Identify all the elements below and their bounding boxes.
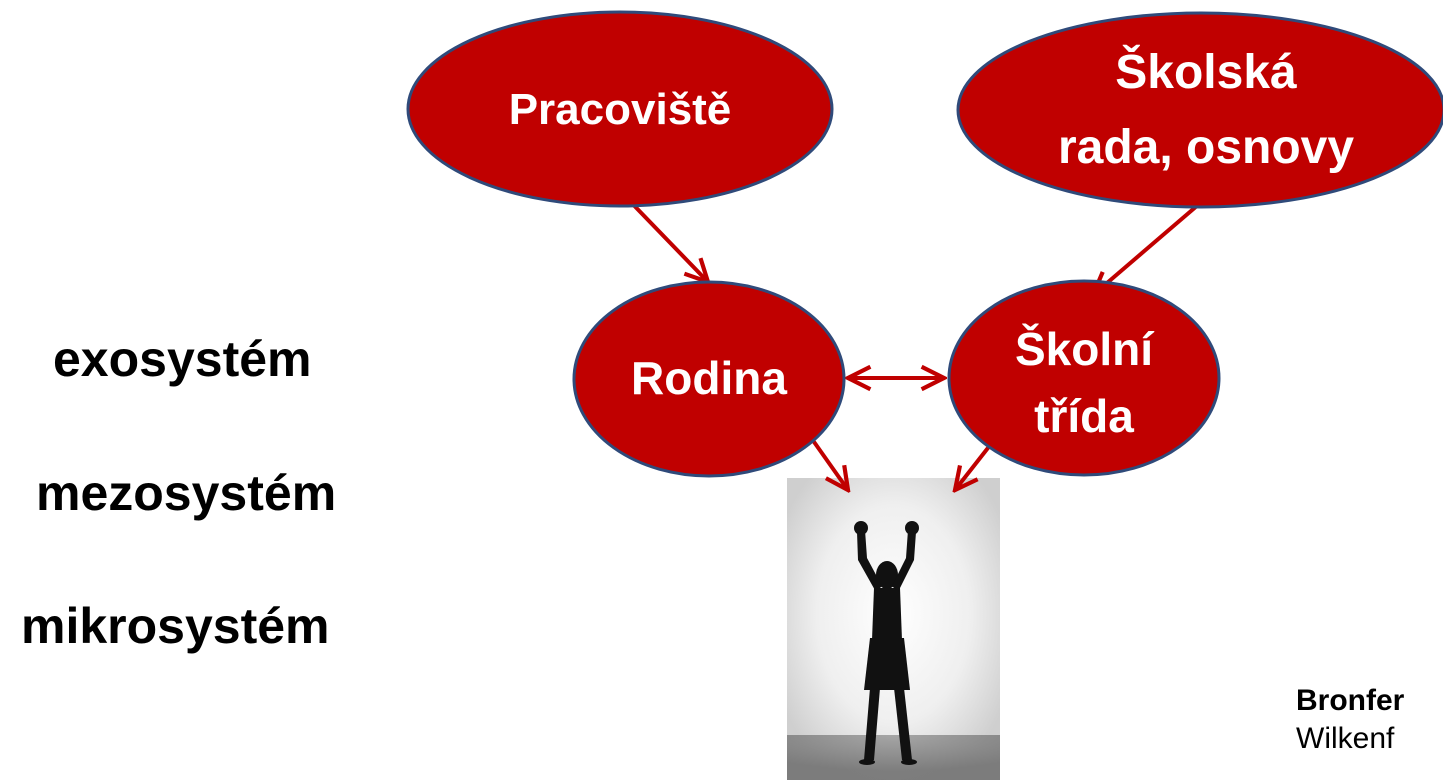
arrow-schoolboard-to-classroom <box>1093 191 1214 295</box>
node-classroom: Školní třída <box>947 279 1221 477</box>
node-workplace-label: Pracoviště <box>509 85 732 134</box>
node-school-board-label-line1: Školská <box>1115 44 1297 99</box>
person-silhouette-icon <box>854 521 919 765</box>
node-family: Rodina <box>572 280 846 478</box>
node-school-board-label-line2: rada, osnovy <box>1058 121 1354 174</box>
node-workplace: Pracoviště <box>406 10 834 208</box>
node-family-label: Rodina <box>631 352 787 404</box>
citation-author: Bronfer <box>1296 684 1405 717</box>
person-photo <box>787 478 1000 780</box>
level-label-mesosystem: mezosystém <box>36 465 337 521</box>
node-classroom-label-line2: třída <box>1034 390 1134 442</box>
node-classroom-label-line1: Školní <box>1015 323 1155 375</box>
arrow-workplace-to-family <box>620 191 708 282</box>
citation-coauthor: Wilkenf <box>1296 722 1395 755</box>
level-label-exosystem: exosystém <box>53 331 312 387</box>
level-label-microsystem: mikrosystém <box>21 598 330 654</box>
node-school-board: Školská rada, osnovy <box>956 11 1443 209</box>
